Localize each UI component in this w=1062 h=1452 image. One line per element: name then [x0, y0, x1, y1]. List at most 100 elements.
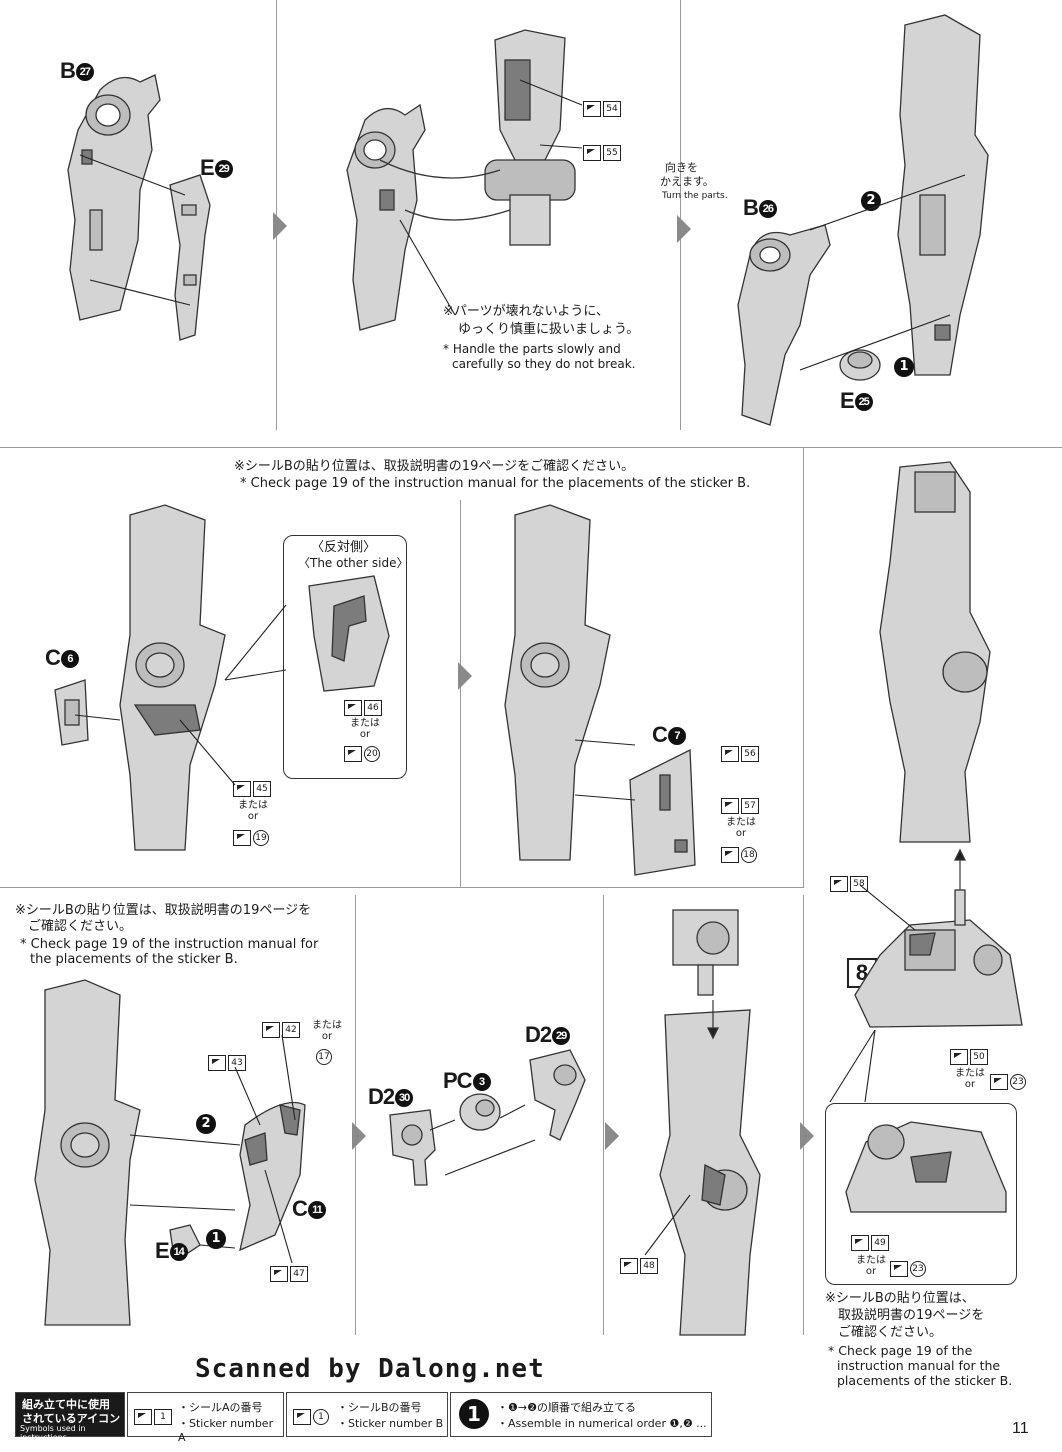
part-number-badge: 30 [395, 1089, 414, 1108]
sticker-b-note-step8-en-3: placements of the sticker B. [837, 1373, 1013, 1388]
sticker-58-leader [859, 884, 916, 931]
symbols-legend: 組み立て中に使用 されているアイコン Symbols used in instr… [15, 1392, 1015, 1444]
part-number-badge: 29 [214, 160, 233, 179]
legend-sticker-b: 1 ・シールBの番号 ・Sticker number B [286, 1392, 448, 1437]
flow-arrow-4 [352, 1122, 366, 1150]
flow-arrow-2 [677, 215, 691, 243]
panel-part-c7 [629, 748, 696, 876]
small-part-e25 [839, 349, 881, 381]
leg-row3-left [34, 979, 141, 1326]
divider-h-top [0, 447, 1062, 448]
c6-attach-arrow [74, 714, 121, 721]
divider-v-row3-3 [803, 895, 804, 1335]
sticker-b-note-row3-jp-1: ※シールBの貼り位置は、取扱説明書の19ページを [15, 903, 312, 918]
handle-note-en-2: carefully so they do not break. [452, 357, 636, 371]
part-number-badge: 14 [169, 1243, 188, 1262]
joint-part-d2-30 [389, 1109, 436, 1186]
leg-frame-part-b27 [67, 74, 161, 321]
sticker-b-note-row3-jp-2: ご確認ください。 [28, 919, 133, 934]
sticker-b-note-row3-en-2: the placements of the sticker B. [30, 952, 238, 967]
assembly-order-label-en: ・Assemble in numerical order ❶,❷ ... [497, 1417, 707, 1430]
handle-note-leader [399, 219, 456, 316]
legend-title-en: Symbols used in instructions [20, 1424, 86, 1442]
assembly-arrows-panel1 [79, 154, 191, 306]
hip-detail-callout-lines [829, 1029, 876, 1103]
sticker-55: 55 [583, 142, 621, 161]
sticker-b-icon: 1 [293, 1406, 329, 1425]
sticker-b-note-row2-en: * Check page 19 of the instruction manua… [240, 476, 751, 491]
hip-part [854, 889, 1023, 1028]
sticker-19: 19 [233, 827, 269, 846]
divider-v-row2-mid [460, 500, 461, 887]
flow-arrow-6 [800, 1122, 814, 1150]
sticker-b-note-step8-en-1: * Check page 19 of the [828, 1343, 973, 1358]
sticker-leaders-panel2 [519, 79, 583, 149]
hip-to-leg-arrow [953, 848, 967, 895]
turn-note-jp-1: 向きを [665, 161, 698, 174]
divider-v-row2-right [803, 447, 804, 887]
sticker-49: 49 [851, 1232, 889, 1251]
part-number-badge: 3 [472, 1073, 491, 1092]
sticker-46: 46 [344, 697, 382, 716]
sticker-43: 43 [208, 1052, 246, 1071]
upper-leg-part [484, 29, 576, 246]
sticker-a-label-en: ・Sticker number A [178, 1417, 274, 1444]
flow-arrow-5 [605, 1122, 619, 1150]
sticker-b-note-step8-jp-1: ※シールBの貼り位置は、 [825, 1291, 975, 1306]
sticker-18: 18 [721, 844, 757, 863]
leg-row2-completed [879, 461, 991, 843]
c7-attach-arrows [574, 739, 636, 801]
row3-sticker-leaders [234, 1034, 296, 1264]
sticker-45: 45 [233, 778, 271, 797]
joint-top-part [672, 909, 739, 996]
handle-note-en-1: * Handle the parts slowly and [443, 342, 621, 356]
sticker-b-note-step8-en-2: instruction manual for the [837, 1358, 1001, 1373]
callout-lines [224, 604, 287, 681]
sticker-45-leader [179, 719, 236, 786]
legend-assembly-order: 1 ・❶→❷の順番で組み立てる ・Assemble in numerical o… [450, 1392, 712, 1437]
sticker-48-leader [644, 1194, 691, 1256]
sticker-b-note-row2-jp: ※シールBの貼り位置は、取扱説明書の19ページをご確認ください。 [234, 459, 635, 474]
sticker-56: 56 [721, 743, 759, 762]
flow-arrow-3 [458, 662, 472, 690]
scan-credit: Scanned by Dalong.net [195, 1354, 545, 1384]
page-number: 11 [1012, 1420, 1029, 1437]
other-side-label-jp: 〈反対側〉 [311, 540, 377, 555]
part-number-badge: 27 [75, 63, 94, 82]
sticker-b-note-step8-jp-3: ご確認ください。 [838, 1325, 943, 1340]
part-number-badge: 26 [758, 200, 777, 219]
sticker-47: 47 [270, 1263, 308, 1282]
sticker-23-detail: 23 [890, 1258, 926, 1277]
legend-sticker-a: 1 ・シールAの番号 ・Sticker number A [127, 1392, 284, 1444]
knee-armor-part-b26 [737, 224, 831, 426]
divider-v-row3-2 [603, 895, 604, 1335]
sticker-20: 20 [344, 743, 380, 762]
leg-row2-right [504, 504, 611, 861]
sticker-48: 48 [620, 1255, 658, 1274]
assembly-order-label-jp: ・❶→❷の順番で組み立てる [497, 1401, 636, 1414]
sticker-b-label-jp: ・シールBの番号 [337, 1401, 422, 1414]
assembly-order-icon: 1 [459, 1399, 489, 1429]
small-part-c6 [54, 679, 89, 746]
sticker-17: 17 [314, 1046, 332, 1065]
step-order-1: 1 [205, 1228, 226, 1249]
other-side-detail [308, 575, 390, 692]
part-number-badge: 29 [552, 1027, 571, 1046]
part-number-badge: 6 [60, 650, 79, 669]
sticker-23: 23 [990, 1071, 1026, 1090]
